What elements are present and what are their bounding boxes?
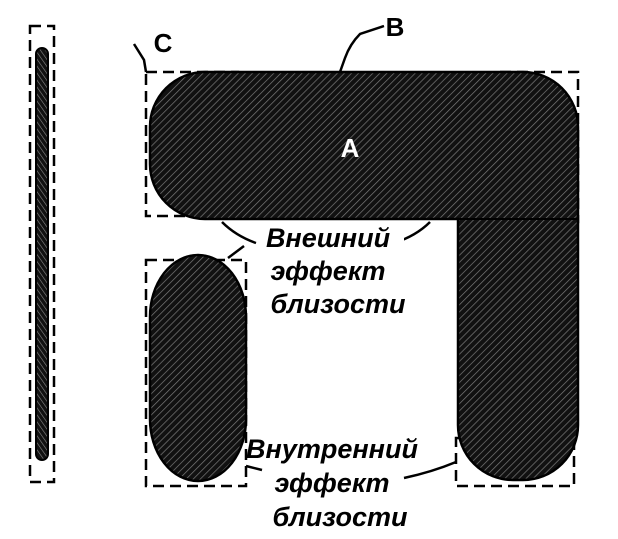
leader-internal-left [245, 464, 263, 472]
external-effect-label: Внешний эффект близости [258, 222, 406, 320]
internal-effect-label: Внутренний эффект близости [246, 434, 418, 532]
external-effect-line-2: эффект [270, 256, 385, 286]
label-a: A [341, 133, 360, 163]
external-effect-label-bg [258, 222, 404, 320]
internal-effect-line-3: близости [272, 502, 408, 532]
external-effect-line-1: Внешний [266, 223, 391, 253]
leader-b [338, 24, 385, 73]
label-b: B [386, 12, 405, 42]
internal-effect-line-1: Внутренний [246, 434, 418, 464]
leader-lines [132, 24, 457, 480]
leader-external-left-2 [227, 245, 245, 259]
external-effect-line-3: близости [270, 289, 406, 319]
internal-effect-line-2: эффект [274, 468, 389, 498]
edge-view-dashed-outline [28, 24, 56, 484]
edge-view [28, 24, 56, 484]
leader-external-left [221, 221, 257, 245]
leader-internal-right [403, 460, 457, 480]
conductor-a [148, 70, 580, 482]
leader-c [132, 43, 148, 73]
label-c: C [154, 28, 173, 58]
conductor-small [148, 253, 248, 483]
edge-view-conductor [35, 47, 49, 461]
